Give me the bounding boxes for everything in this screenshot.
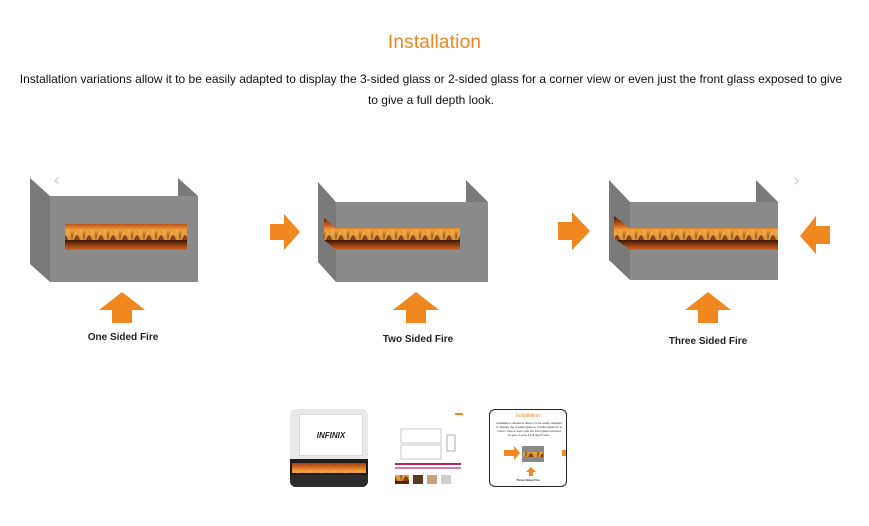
thumbnail-installation-diagram[interactable]: Installation Installation variations all… xyxy=(489,409,567,487)
left-arrow-icon xyxy=(558,212,590,250)
flame-window xyxy=(65,224,187,250)
spec-sheet-preview xyxy=(389,409,467,487)
side-flame-window xyxy=(614,216,630,250)
front-arrow-icon xyxy=(99,292,145,323)
side-arrow-icon xyxy=(270,214,300,250)
front-arrow-icon xyxy=(393,292,439,323)
brand-logo: INFINIX xyxy=(299,414,363,456)
side-flame-window xyxy=(324,218,336,250)
diagram-three-sided xyxy=(558,180,830,323)
flame-window xyxy=(336,228,460,250)
slide-caption-one-sided: One Sided Fire xyxy=(87,332,159,343)
right-arrow-icon xyxy=(800,216,830,254)
diagram-one-sided xyxy=(30,178,198,323)
slide-caption-two-sided: Two Sided Fire xyxy=(382,334,454,345)
diagram-two-sided xyxy=(270,180,488,323)
thumb-diagram xyxy=(504,446,566,476)
slide-caption-three-sided: Three Sided Fire xyxy=(668,336,748,347)
thumb-caption: Three Sided Fire xyxy=(516,478,540,482)
thumb-description: Installation variations allow it to be e… xyxy=(496,421,562,437)
installation-diagrams xyxy=(30,178,830,323)
chevron-right-icon[interactable]: › xyxy=(793,170,801,191)
fireplace-photo xyxy=(290,459,368,487)
installation-carousel: One Sided Fire Two Sided Fire Three Side… xyxy=(30,170,830,347)
left-side-panel xyxy=(30,178,50,282)
thumbnail-spec-sheet[interactable] xyxy=(389,409,467,487)
chevron-left-icon[interactable]: ‹ xyxy=(53,170,61,191)
flame-window xyxy=(630,228,778,250)
thumbnail-product-photo[interactable]: INFINIX xyxy=(290,409,368,487)
front-arrow-icon xyxy=(685,292,731,323)
section-description: Installation variations allow it to be e… xyxy=(19,72,843,107)
section-title: Installation xyxy=(387,32,482,53)
thumb-title: Installation xyxy=(516,413,540,419)
